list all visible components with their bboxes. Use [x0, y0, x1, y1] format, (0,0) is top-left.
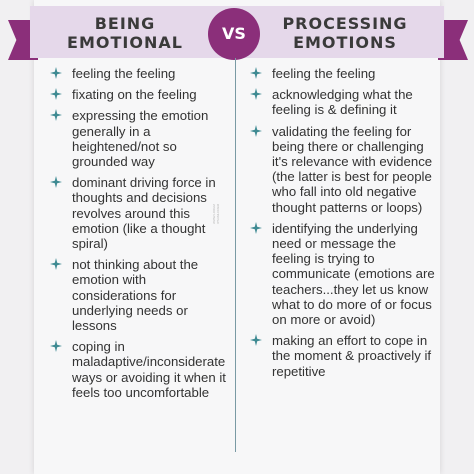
- four-point-star-icon: [250, 221, 264, 236]
- four-point-star-icon: [50, 258, 64, 272]
- list-item-text: making an effort to cope in the moment &…: [272, 333, 432, 379]
- header-banner: BEING EMOTIONAL PROCESSING EMOTIONS VS: [0, 6, 474, 60]
- four-point-star-icon: [50, 340, 64, 354]
- right-column-title: PROCESSING EMOTIONS: [262, 14, 428, 52]
- column-divider: [235, 58, 236, 452]
- list-item: coping in maladaptive/inconsiderate ways…: [50, 339, 228, 400]
- four-point-star-icon: [250, 67, 264, 81]
- list-item-text: identifying the underlying need or messa…: [272, 220, 435, 328]
- list-item: feeling the feeling: [250, 66, 436, 81]
- four-point-star-icon: [250, 124, 264, 139]
- processing-emotions-list: feeling the feeling acknowledging what th…: [250, 66, 436, 385]
- vs-badge: VS: [208, 8, 260, 60]
- right-title-line2: EMOTIONS: [293, 33, 397, 52]
- list-item-text: feeling the feeling: [272, 66, 376, 81]
- list-item: making an effort to cope in the moment &…: [250, 333, 436, 379]
- four-point-star-icon: [50, 176, 64, 190]
- right-title-line1: PROCESSING: [282, 14, 408, 33]
- list-item-text: coping in maladaptive/inconsiderate ways…: [72, 339, 226, 400]
- list-item-text: dominant driving force in thoughts and d…: [72, 175, 216, 252]
- four-point-star-icon: [250, 88, 264, 102]
- list-item-text: fixating on the feeling: [72, 87, 197, 103]
- left-title-line2: EMOTIONAL: [67, 33, 183, 52]
- list-item: acknowledging what the feeling is & defi…: [250, 87, 436, 117]
- list-item: validating the feeling for being there o…: [250, 124, 436, 215]
- list-item: feeling the feeling: [50, 66, 228, 81]
- list-item: not thinking about the emotion with cons…: [50, 257, 228, 333]
- list-item: identifying the underlying need or messa…: [250, 221, 436, 327]
- list-item-text: acknowledging what the feeling is & defi…: [272, 87, 413, 118]
- being-emotional-list: feeling the feeling fixating on the feeli…: [50, 66, 228, 406]
- four-point-star-icon: [50, 109, 64, 123]
- list-item-text: not thinking about the emotion with cons…: [72, 257, 199, 334]
- list-item: expressing the emotion generally in a he…: [50, 108, 228, 169]
- list-item-text: feeling the feeling: [72, 66, 176, 81]
- list-item: dominant driving force in thoughts and d…: [50, 175, 228, 251]
- four-point-star-icon: [250, 334, 264, 348]
- left-title-line1: BEING: [94, 14, 156, 33]
- list-item-text: validating the feeling for being there o…: [272, 123, 433, 215]
- four-point-star-icon: [50, 88, 64, 102]
- list-item: fixating on the feeling: [50, 87, 228, 102]
- left-column-title: BEING EMOTIONAL: [52, 14, 198, 52]
- four-point-star-icon: [50, 67, 64, 81]
- comparison-card: [34, 0, 440, 474]
- list-item-text: expressing the emotion generally in a he…: [72, 108, 209, 170]
